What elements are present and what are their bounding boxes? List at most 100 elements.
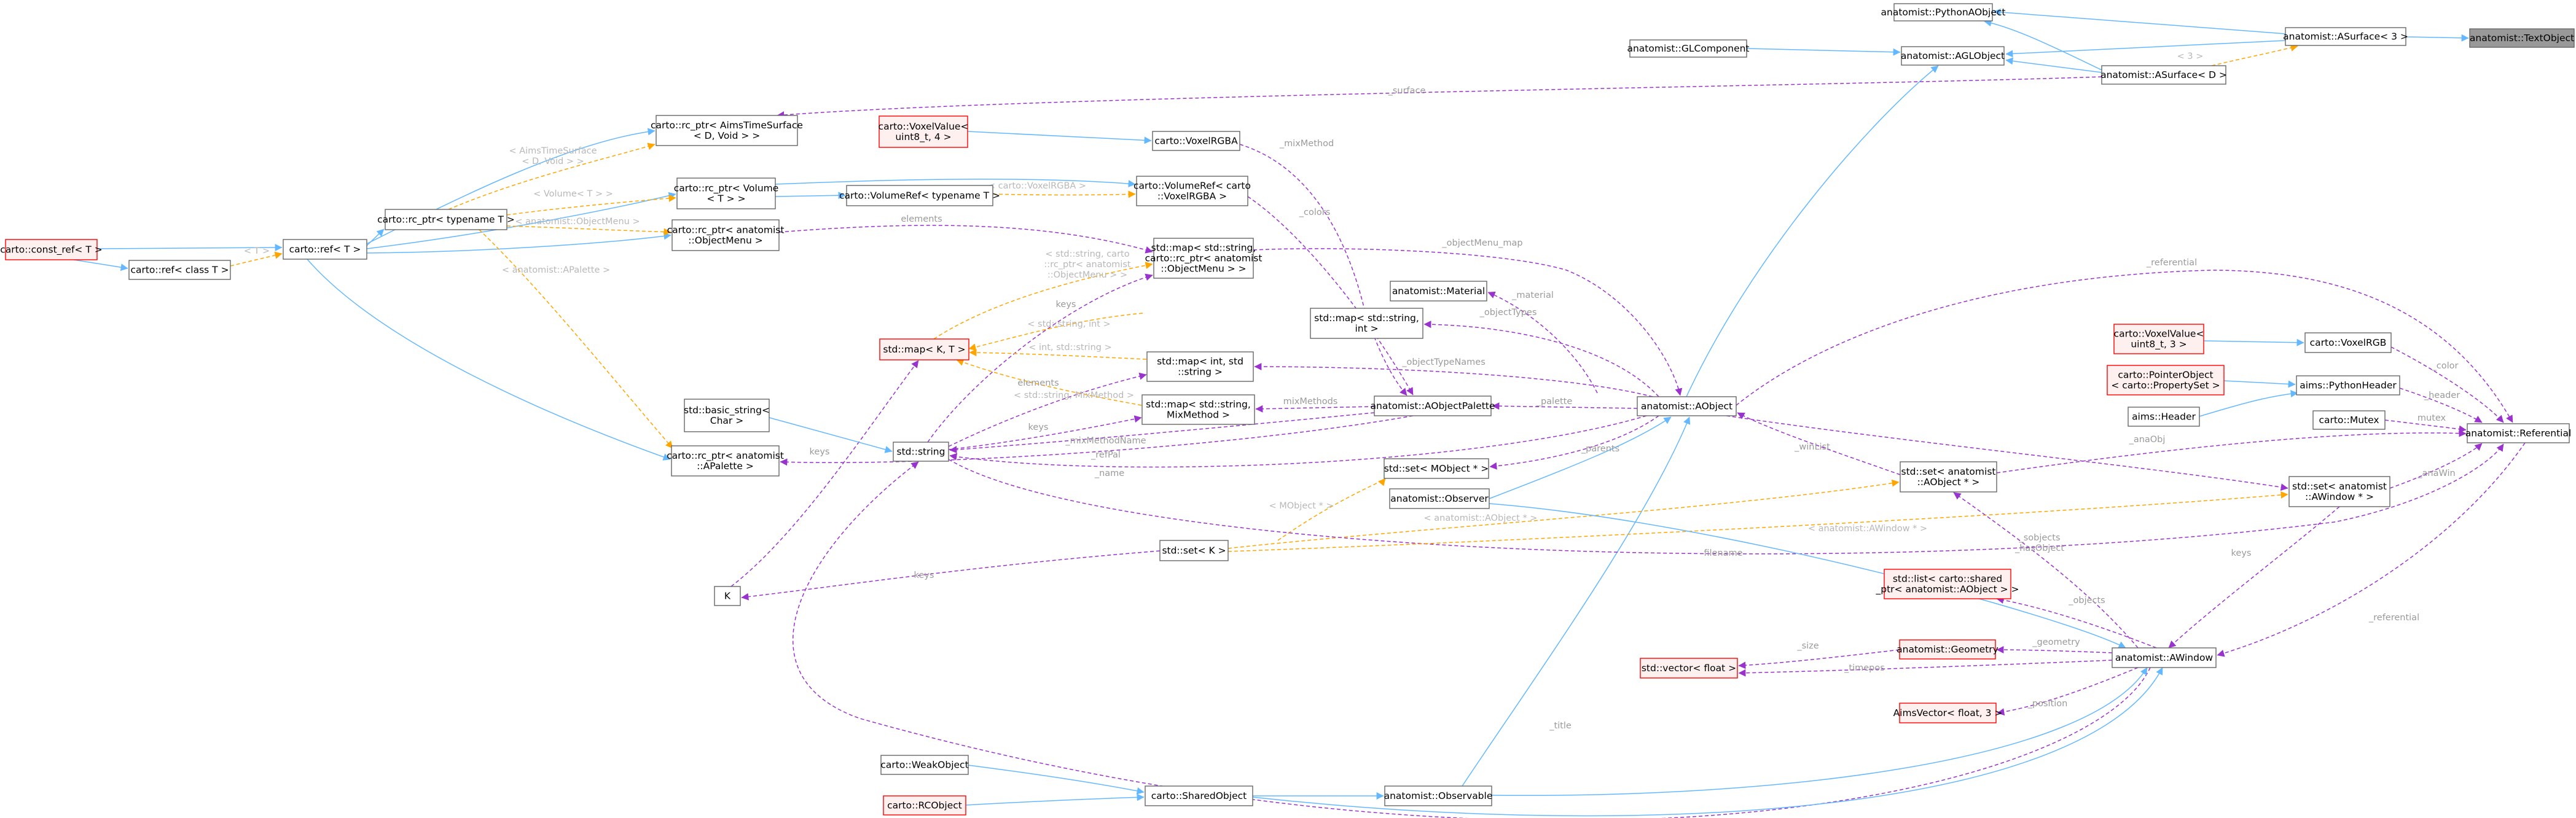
node-GLComponent[interactable]: anatomist::GLComponent: [1627, 39, 1750, 58]
edge-inherit-RCObject-to-SharedObject: [965, 793, 1145, 806]
edge-usage-string-to-AObject: [949, 415, 1647, 468]
node-SharedObject[interactable]: carto::SharedObject: [1145, 785, 1253, 806]
node-box: [2113, 324, 2204, 354]
node-VoxelValue3[interactable]: carto::VoxelValue<uint8_t, 3 >: [2113, 324, 2204, 354]
node-Referential[interactable]: anatomist::Referential: [2465, 423, 2572, 443]
node-PythonHeader[interactable]: aims::PythonHeader: [2296, 375, 2400, 395]
edge-usage-Material-to-AObject: [1487, 291, 1598, 394]
node-Observer[interactable]: anatomist::Observer: [1389, 488, 1490, 509]
node-TextObject[interactable]: anatomist::TextObject: [2469, 28, 2575, 48]
node-box: [1384, 458, 1489, 479]
node-box: [893, 442, 949, 462]
edge-inherit-AGLObject-to-ASurface3: [2005, 40, 2286, 58]
node-K[interactable]: K: [714, 586, 741, 606]
edge-usage-Mutex-to-Referential: [2384, 419, 2467, 433]
node-setAWindow[interactable]: std::set< anatomist::AWindow * >: [2288, 476, 2390, 507]
edge-label: _color: [2432, 361, 2459, 371]
node-basicString[interactable]: std::basic_string<Char >: [684, 399, 770, 432]
node-rcVolume[interactable]: carto::rc_ptr< Volume< T > >: [674, 177, 779, 209]
edge-label: < std::string, carto: [1045, 249, 1129, 259]
node-label: carto::RCObject: [887, 800, 962, 811]
node-rcTypename[interactable]: carto::rc_ptr< typename T >: [377, 209, 515, 230]
node-label: carto::VoxelRGBA: [1154, 136, 1238, 147]
node-RCObject[interactable]: carto::RCObject: [883, 795, 966, 816]
edge-inherit-ref-to-rcVolume: [366, 192, 676, 249]
node-box: [1899, 703, 1997, 723]
node-label: ::string >: [1178, 367, 1223, 378]
edge-usage-PythonHeader-to-Referential: [2399, 388, 2483, 423]
node-setK[interactable]: std::set< K >: [1159, 540, 1229, 561]
node-vectorFloat[interactable]: std::vector< float >: [1640, 658, 1738, 679]
node-mapMixMethod[interactable]: std::map< std::string,MixMethod >: [1141, 394, 1255, 425]
node-VolumeRefVoxel[interactable]: carto::VolumeRef< carto::VoxelRGBA >: [1133, 176, 1251, 206]
node-label: carto::ref< T >: [289, 244, 361, 255]
node-label: std::map< std::string,: [1151, 243, 1256, 254]
node-label: anatomist::ASurface< 3 >: [2283, 31, 2408, 42]
edge-label: < anatomist::AWindow * >: [1808, 524, 1927, 534]
node-VoxelValue4[interactable]: carto::VoxelValue<uint8_t, 4 >: [879, 115, 969, 148]
node-Geometry[interactable]: anatomist::Geometry: [1897, 639, 1999, 660]
node-rcObjectMenu[interactable]: carto::rc_ptr< anatomist::ObjectMenu >: [667, 219, 785, 251]
edge-usage-mapMixMethod-to-AObjectPalette: [1255, 405, 1375, 413]
node-mapObjectMenu[interactable]: std::map< std::string,carto::rc_ptr< ana…: [1145, 238, 1263, 279]
edge-label: < 3 >: [2177, 52, 2204, 61]
edge-usage-AWindow-to-AimsVector: [1997, 667, 2139, 716]
node-AGLObject[interactable]: anatomist::AGLObject: [1901, 46, 2005, 66]
edge-label: < Volume< T > >: [533, 189, 613, 199]
node-ASurface3[interactable]: anatomist::ASurface< 3 >: [2283, 27, 2408, 46]
node-rcAimsTimeSurface[interactable]: carto::rc_ptr< AimsTimeSurface< D, Void …: [651, 115, 803, 146]
edge-label: _material: [1511, 290, 1554, 300]
node-AObject[interactable]: anatomist::AObject: [1637, 396, 1737, 416]
node-box: [879, 115, 968, 148]
node-AWindow[interactable]: anatomist::AWindow: [2112, 647, 2217, 668]
node-mapKT[interactable]: std::map< K, T >: [879, 338, 969, 360]
node-constRef[interactable]: carto::const_ref< T >: [0, 239, 103, 260]
node-label: std::map< std::string,: [1314, 313, 1419, 324]
node-Observable[interactable]: anatomist::Observable: [1384, 785, 1493, 806]
edge-label: < AimsTimeSurface: [509, 146, 597, 156]
node-box: [1884, 569, 2011, 599]
node-box: [676, 177, 776, 209]
edge-label: _colors: [1299, 208, 1331, 217]
edge-template-rcTypename-to-rcVolume: [506, 194, 676, 216]
node-setAObject[interactable]: std::set< anatomist::AObject * >: [1900, 461, 1997, 493]
edge-label: _anaObj: [2129, 435, 2166, 445]
node-mapStrInt[interactable]: std::map< std::string,int >: [1310, 308, 1423, 339]
node-label: anatomist::PythonAObject: [1881, 7, 2006, 18]
node-PointerObject[interactable]: carto::PointerObject< carto::PropertySet…: [2107, 365, 2225, 395]
node-box: [2296, 375, 2400, 395]
edge-label: keys: [1028, 423, 1049, 432]
node-refClass[interactable]: carto::ref< class T >: [128, 260, 231, 280]
node-label: anatomist::Observer: [1390, 493, 1489, 504]
edge-usage-setAWindow-to-Referential: [2389, 443, 2483, 489]
node-ASurfaceD[interactable]: anatomist::ASurface< D >: [2100, 65, 2227, 85]
node-label: _ptr< anatomist::AObject > >: [1876, 584, 2019, 596]
edge-label: _parents: [1581, 444, 1619, 454]
node-AObjectPalette[interactable]: anatomist::AObjectPalette: [1371, 395, 1495, 416]
node-listShared[interactable]: std::list< carto::shared_ptr< anatomist:…: [1876, 569, 2019, 599]
node-setMObject[interactable]: std::set< MObject * >: [1384, 458, 1489, 479]
node-VolumeRefT[interactable]: carto::VolumeRef< typename T >: [839, 185, 1000, 206]
node-VoxelRGB[interactable]: carto::VoxelRGB: [2304, 332, 2392, 353]
node-Mutex[interactable]: carto::Mutex: [2312, 410, 2386, 430]
node-PythonAObject[interactable]: anatomist::PythonAObject: [1881, 3, 2006, 21]
node-label: anatomist::Referential: [2465, 428, 2572, 439]
node-AimsVector[interactable]: AimsVector< float, 3 >: [1893, 703, 2003, 723]
node-Header[interactable]: aims::Header: [2128, 407, 2200, 427]
edge-label: _geometry: [2032, 637, 2080, 647]
node-WeakObject[interactable]: carto::WeakObject: [880, 755, 969, 775]
edge-template-setK-to-setMObject: [1277, 478, 1386, 541]
edge-label: keys: [2231, 548, 2252, 558]
node-label: carto::WeakObject: [880, 760, 968, 771]
node-string[interactable]: std::string: [893, 442, 949, 462]
node-VoxelRGBA[interactable]: carto::VoxelRGBA: [1152, 131, 1240, 151]
node-box: [1384, 785, 1492, 806]
node-Material[interactable]: anatomist::Material: [1390, 281, 1487, 302]
node-ref[interactable]: carto::ref< T >: [283, 239, 367, 260]
node-label: carto::const_ref< T >: [0, 244, 102, 256]
node-rcAPalette[interactable]: carto::rc_ptr< anatomist::APalette >: [667, 445, 784, 477]
edge-label: < int, std::string >: [1028, 343, 1111, 353]
edge-label: _refPal: [1090, 450, 1121, 460]
node-mapIntStr[interactable]: std::map< int, std::string >: [1146, 351, 1254, 382]
